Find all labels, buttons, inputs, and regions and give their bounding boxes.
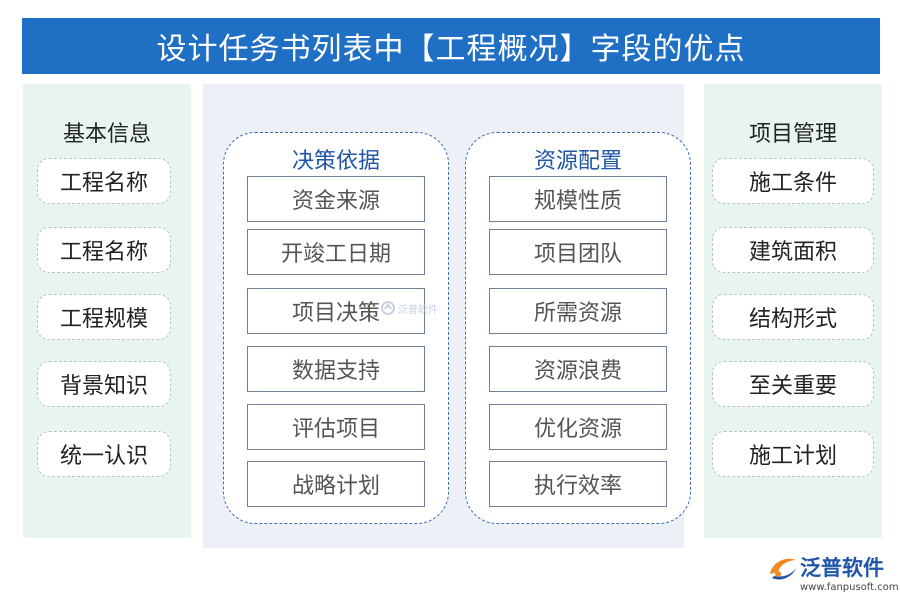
- project-management-item: 施工条件: [712, 158, 874, 204]
- watermark-text: 泛普软件: [398, 304, 438, 316]
- project-management-item: 结构形式: [712, 294, 874, 340]
- resource-allocation-item: 资源浪费: [489, 346, 667, 392]
- decision-basis-group: 决策依据 资金来源 开竣工日期 项目决策 数据支持 评估项目 战略计划: [223, 132, 449, 524]
- resource-allocation-item: 执行效率: [489, 461, 667, 507]
- brand-logo: 泛普软件 www.fanpusoft.com: [766, 552, 899, 596]
- page-title: 设计任务书列表中【工程概况】字段的优点: [156, 32, 746, 67]
- decision-basis-item: 资金来源: [247, 176, 425, 222]
- resource-allocation-item: 项目团队: [489, 229, 667, 275]
- basic-info-panel: 基本信息 工程名称 工程名称 工程规模 背景知识 统一认识: [23, 84, 191, 538]
- basic-info-item: 工程规模: [37, 294, 171, 340]
- resource-allocation-title: 资源配置: [533, 149, 622, 174]
- basic-info-item: 工程名称: [37, 227, 171, 273]
- resource-allocation-item: 所需资源: [489, 288, 667, 334]
- brand-logo-icon: [770, 558, 796, 580]
- brand-url: www.fanpusoft.com: [800, 582, 899, 593]
- project-management-item: 建筑面积: [712, 227, 874, 273]
- title-bar: 设计任务书列表中【工程概况】字段的优点: [22, 18, 880, 74]
- decision-basis-item: 数据支持: [247, 346, 425, 392]
- watermark: 泛普软件: [380, 300, 438, 316]
- decision-basis-item: 开竣工日期: [247, 229, 425, 275]
- resource-allocation-group: 资源配置 规模性质 项目团队 所需资源 资源浪费 优化资源 执行效率: [465, 132, 691, 524]
- decision-basis-title: 决策依据: [291, 149, 380, 174]
- project-management-panel: 项目管理 施工条件 建筑面积 结构形式 至关重要 施工计划: [704, 84, 882, 538]
- decision-basis-item: 项目决策: [247, 288, 425, 334]
- project-management-item: 至关重要: [712, 361, 874, 407]
- basic-info-item: 工程名称: [37, 158, 171, 204]
- watermark-logo-icon: [381, 301, 395, 315]
- center-panel: 决策依据 资金来源 开竣工日期 项目决策 数据支持 评估项目 战略计划 资源配置…: [203, 84, 691, 548]
- brand-name: 泛普软件: [800, 556, 884, 580]
- decision-basis-item: 评估项目: [247, 404, 425, 450]
- resource-allocation-item: 优化资源: [489, 404, 667, 450]
- basic-info-item: 统一认识: [37, 431, 171, 477]
- resource-allocation-item: 规模性质: [489, 176, 667, 222]
- decision-basis-item: 战略计划: [247, 461, 425, 507]
- basic-info-item: 背景知识: [37, 361, 171, 407]
- project-management-item: 施工计划: [712, 431, 874, 477]
- project-management-heading: 项目管理: [748, 122, 837, 147]
- basic-info-heading: 基本信息: [62, 122, 151, 147]
